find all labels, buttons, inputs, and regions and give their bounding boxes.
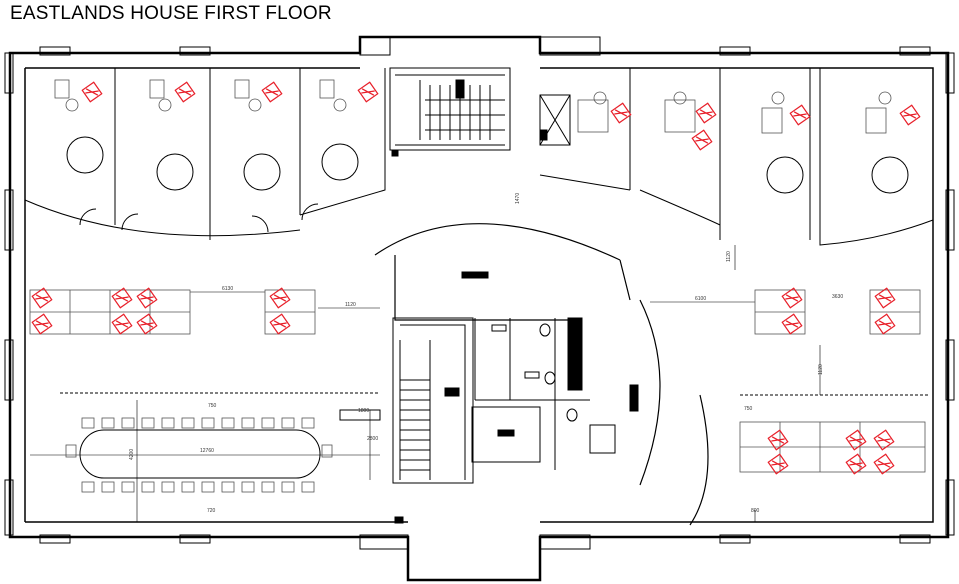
highlighted-desk-mark [771, 460, 785, 468]
highlighted-desk-mark [140, 320, 154, 328]
highlighted-desk [695, 102, 717, 124]
highlighted-desk-mark [85, 88, 99, 96]
dim-label: 750 [208, 403, 217, 409]
offices-top-right [539, 68, 934, 246]
highlighted-desk [136, 287, 158, 309]
highlighted-desk-mark [361, 88, 375, 96]
highlighted-desk [781, 287, 803, 309]
highlighted-desk-mark [877, 460, 891, 468]
highlighted-desk-mark [903, 111, 917, 119]
highlighted-desk [874, 313, 896, 335]
highlighted-desk [845, 453, 867, 475]
highlighted-desk-mark [878, 320, 892, 328]
dim-label: 1470 [515, 193, 521, 204]
highlighted-desk [111, 313, 133, 335]
highlighted-desk [81, 81, 103, 103]
highlighted-desk [781, 313, 803, 335]
highlighted-desk-mark [785, 320, 799, 328]
dim-label: 1120 [345, 302, 356, 308]
highlighted-desk-mark [878, 294, 892, 302]
highlighted-desk [610, 102, 632, 124]
highlighted-desk-mark [877, 436, 891, 444]
highlighted-desk-mark [35, 320, 49, 328]
highlighted-desk-mark [771, 436, 785, 444]
highlighted-desk-mark [273, 320, 287, 328]
dim-label: 6130 [222, 286, 233, 292]
inner-wall [24, 67, 934, 523]
page-title: EASTLANDS HOUSE FIRST FLOOR [10, 3, 332, 24]
highlighted-desk [174, 81, 196, 103]
dim-label: 1120 [818, 364, 824, 375]
highlighted-desk-mark [140, 294, 154, 302]
dim-label: 3630 [832, 294, 843, 300]
highlighted-desk-mark [265, 88, 279, 96]
highlighted-desk-mark [273, 294, 287, 302]
offices-top-left [24, 68, 386, 240]
highlighted-desk [31, 313, 53, 335]
highlighted-desk [899, 104, 921, 126]
wc-block [471, 318, 616, 470]
dim-label: 800 [751, 508, 760, 514]
highlighted-desk [767, 453, 789, 475]
highlighted-desk-mark [35, 294, 49, 302]
dim-label: 12760 [200, 448, 214, 454]
highlighted-desk [269, 313, 291, 335]
dim-label: 1800 [358, 408, 369, 414]
highlighted-desk [873, 453, 895, 475]
highlighted-desk [357, 81, 379, 103]
highlighted-desk-mark [115, 320, 129, 328]
stair-lower [392, 317, 474, 484]
highlighted-desk-mark [793, 111, 807, 119]
highlighted-desk-mark [115, 294, 129, 302]
highlighted-desks [31, 81, 921, 475]
dim-label: 720 [207, 508, 216, 514]
furniture-grey [29, 79, 926, 473]
highlighted-desk-mark [699, 109, 713, 117]
highlighted-desk [873, 429, 895, 451]
central-core [374, 223, 709, 526]
meeting-room [30, 392, 381, 522]
stair-top [389, 67, 511, 151]
highlighted-desk [767, 429, 789, 451]
highlighted-desk-mark [614, 109, 628, 117]
highlighted-desk [261, 81, 283, 103]
dim-label: 2800 [367, 436, 378, 442]
highlighted-desk [111, 287, 133, 309]
dim-label: 1120 [726, 251, 732, 262]
highlighted-desk [845, 429, 867, 451]
highlighted-desk [31, 287, 53, 309]
dim-label: 6100 [695, 296, 706, 302]
dim-label: 4200 [129, 449, 135, 460]
highlighted-desk-mark [849, 436, 863, 444]
highlighted-desk-mark [785, 294, 799, 302]
window-bays [4, 36, 955, 550]
meeting-chairs [65, 417, 333, 493]
highlighted-desk [269, 287, 291, 309]
highlighted-desk-mark [695, 136, 709, 144]
highlighted-desk [136, 313, 158, 335]
dimension-labels: 1470 1120 6130 1120 3630 6100 1120 750 1… [129, 193, 843, 514]
dim-label: 750 [744, 406, 753, 412]
highlighted-desk [691, 129, 713, 151]
highlighted-desk [874, 287, 896, 309]
highlighted-desk-mark [849, 460, 863, 468]
highlighted-desk [789, 104, 811, 126]
highlighted-desk-mark [178, 88, 192, 96]
